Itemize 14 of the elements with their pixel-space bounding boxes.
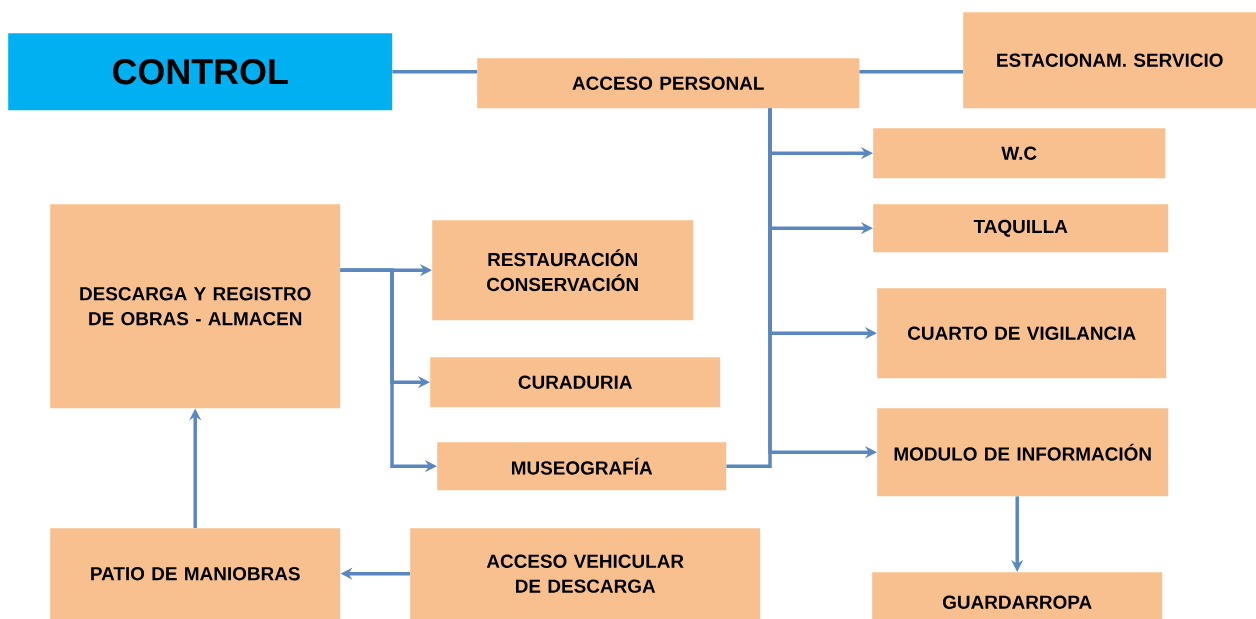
process-box: CUARTO DE VIGILANCIA (877, 288, 1167, 379)
process-box: CURADURIA (430, 357, 721, 408)
process-box: MODULO DE INFORMACIÓN (877, 408, 1169, 497)
process-box: DESCARGA Y REGISTRO DE OBRAS - ALMACEN (50, 204, 341, 409)
process-box: W.C (873, 128, 1166, 179)
process-box: MUSEOGRAFÍA (437, 442, 727, 491)
process-box: ESTACIONAM. SERVICIO (963, 12, 1256, 109)
process-box: ACCESO PERSONAL (477, 58, 860, 109)
process-box: ACCESO VEHICULAR DE DESCARGA (410, 528, 761, 619)
process-box: RESTAURACIÓN CONSERVACIÓN (432, 220, 694, 321)
control-box: CONTROL (8, 33, 393, 111)
process-box: GUARDARROPA (872, 572, 1163, 619)
process-box: PATIO DE MANIOBRAS (50, 528, 341, 619)
process-box: TAQUILLA (873, 204, 1169, 253)
